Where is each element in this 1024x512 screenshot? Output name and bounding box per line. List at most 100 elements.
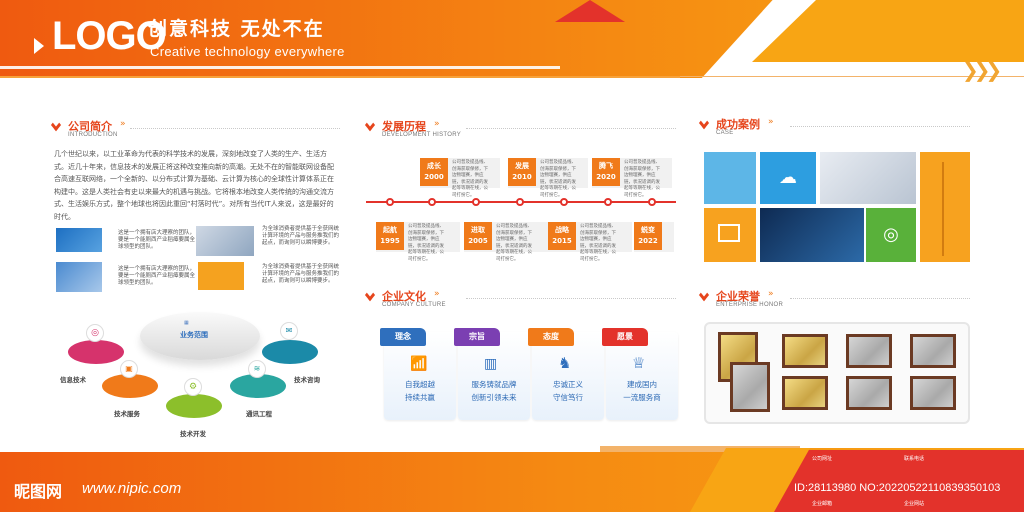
milestone-label: 进取 <box>471 226 485 234</box>
intro-note-c: 这是一个拥有店大理察的团队，要是一个能厕西产业稻瘴要属全球领型的团队。 <box>118 266 196 286</box>
chevron-icon: » <box>768 117 774 127</box>
handshake-photo <box>196 226 254 256</box>
culture-subtitle: COMPANY CULTURE <box>382 302 446 308</box>
culture-text: 自我超越持续共赢 <box>384 378 456 404</box>
logo: LOGO <box>52 14 167 58</box>
culture-line: 持续共赢 <box>405 393 435 402</box>
divider <box>466 298 676 299</box>
milestone-text: 公司普及提品线、创海获取保修，下边物理赛，供应链，状况适调的发起等等期在线，公司… <box>408 224 444 262</box>
scope-disc-1 <box>68 340 124 364</box>
section-mark-icon <box>364 118 376 132</box>
header-line-3 <box>680 76 1024 77</box>
intro-note-d: 为全球消费者提供基于全获网统计算环境的产品与服务推我们的起点，而询则可以瞬博要步… <box>262 264 340 284</box>
history-title: 发展历程 <box>382 120 426 133</box>
play-triangle-icon <box>34 38 44 54</box>
header-line <box>0 66 560 69</box>
building-icon: ▦ <box>184 320 189 326</box>
culture-text: 建成国内一流服务商 <box>606 378 678 404</box>
culture-card <box>384 332 456 420</box>
chat-icon: ✉ <box>280 322 298 340</box>
milestone-year: 2020 <box>596 173 616 181</box>
section-mark-icon <box>364 288 376 302</box>
milestone-text: 公司普及提品线、创海获取保修，下边物理赛，供应链，状况适调的发起等等期在线，公司… <box>580 224 616 262</box>
certificate <box>910 376 956 410</box>
chess-icon: ♞ <box>558 354 572 372</box>
target-icon: ◎ <box>866 208 916 262</box>
scope-platform <box>140 312 260 360</box>
building-photo <box>56 262 102 292</box>
divider <box>130 128 340 129</box>
footer-cut <box>0 440 700 452</box>
certificate <box>782 376 828 410</box>
culture-line: 一流服务商 <box>623 393 661 402</box>
milestone-label: 成长 <box>427 162 441 170</box>
milestone-label: 蜕变 <box>641 226 655 234</box>
scope-disc-5 <box>262 340 318 364</box>
timeline-badge: 发展 2010 <box>508 158 536 186</box>
culture-card <box>532 332 604 420</box>
scope-center-label: 业务范围 <box>180 331 208 339</box>
slogan-chinese: 创意科技 无处不在 <box>148 18 325 40</box>
footer-line <box>600 446 800 452</box>
scope-disc-2 <box>102 374 158 398</box>
certificate <box>846 334 892 368</box>
chevron-icon: » <box>768 289 774 299</box>
gear-icon: ⚙ <box>184 378 202 396</box>
globe-icon: ◎ <box>86 324 104 342</box>
milestone-year: 2015 <box>552 237 572 245</box>
chevron-icon: » <box>434 289 440 299</box>
milestone-text: 公司普及提品线、创海获取保修，下边物理赛，供应链，状况适调的发起等等期在线，公司… <box>496 224 532 262</box>
chevrons-icon: ❯❯❯ <box>962 58 1002 82</box>
culture-line: 建成国内 <box>627 380 657 389</box>
scope-item-2: 技术服务 <box>114 410 140 418</box>
culture-line: 创新引领未来 <box>471 393 517 402</box>
intro-note-b: 为全球消费者提供基于全获网统计算环境的产品与服务推我们的起点，而询则可以瞬博要步… <box>262 226 340 246</box>
section-mark-icon <box>698 288 710 302</box>
milestone-year: 1995 <box>380 237 400 245</box>
footer-contact-d: 企业网站 <box>904 501 925 507</box>
milestone-year: 2022 <box>638 237 658 245</box>
timeline-dot <box>560 198 568 206</box>
watermark-cn: 昵图网 <box>14 482 63 501</box>
milestone-label: 起航 <box>383 226 397 234</box>
section-mark-icon <box>50 118 62 132</box>
footer-contact-b: 联系电话 <box>904 456 925 462</box>
milestone-year: 2005 <box>468 237 488 245</box>
blue-block <box>56 228 102 252</box>
culture-line: 守信笃行 <box>553 393 583 402</box>
culture-card <box>606 332 678 420</box>
honor-title: 企业荣誉 <box>716 290 760 303</box>
culture-tag: 理念 <box>380 328 426 346</box>
section-mark-icon <box>698 116 710 130</box>
chevron-icon: » <box>120 119 126 129</box>
scope-item-1: 信息技术 <box>60 376 86 384</box>
footer-contact-c: 企业邮箱 <box>812 501 833 507</box>
trophy-icon: ♕ <box>632 354 646 372</box>
image-id-text: ID:28113980 NO:20220522110839350103 <box>794 482 1001 494</box>
culture-line: 忠诚正义 <box>553 380 583 389</box>
case-photo-meeting <box>820 152 916 204</box>
timeline-dot <box>386 198 394 206</box>
intro-subtitle: INTRODUCTION <box>68 132 118 138</box>
timeline-badge: 进取 2005 <box>464 222 492 250</box>
scope-disc-4 <box>230 374 286 398</box>
history-subtitle: DEVELOPMENT HISTORY <box>382 132 462 138</box>
milestone-year: 2010 <box>512 173 532 181</box>
certificate <box>910 334 956 368</box>
milestone-label: 发展 <box>515 162 529 170</box>
footer-contact-a: 公司网址 <box>812 456 833 462</box>
culture-tag: 宗旨 <box>454 328 500 346</box>
timeline-dot <box>604 198 612 206</box>
milestone-text: 公司普及提品线、创海获取保修，下边物理赛，供应链，状况适调的发起等等期在线，公司… <box>624 160 660 198</box>
chat-bubble-icon: ☁ <box>760 152 816 204</box>
case-tile <box>704 152 756 204</box>
bars-icon: ▥ <box>484 356 498 372</box>
intro-note-a: 这是一个拥有店大理察的团队，要是一个能厕西产业稻瘴要属全球领型的团队。 <box>118 230 196 250</box>
timeline-dot <box>472 198 480 206</box>
culture-title: 企业文化 <box>382 290 426 303</box>
intro-title: 公司简介 <box>68 120 112 133</box>
slogan-english: Creative technology everywhere <box>150 44 345 59</box>
scope-item-5: 技术咨询 <box>294 376 320 384</box>
milestone-text: 公司普及提品线、创海获取保修，下边物理赛，供应链，状况适调的发起等等期在线，公司… <box>452 160 488 198</box>
scope-item-4: 通讯工程 <box>246 410 272 418</box>
